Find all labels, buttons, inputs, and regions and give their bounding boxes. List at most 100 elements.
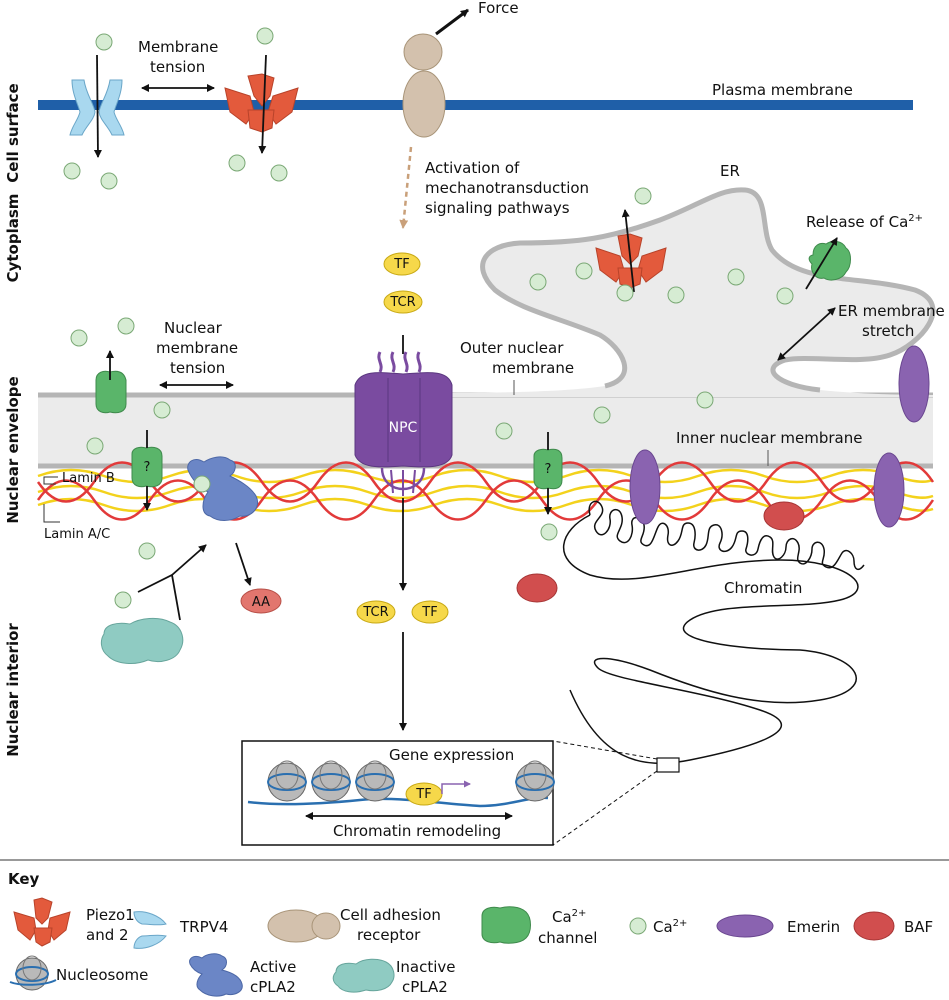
activation-label-2: mechanotransduction [425, 179, 589, 197]
signaling-arrow [399, 146, 413, 229]
key-inactive-label-2: cPLA2 [402, 978, 448, 996]
release-ca-sup: 2+ [908, 213, 923, 224]
ca-ion [270, 164, 288, 182]
trpv4-channel [69, 79, 125, 136]
key-piezo-label-2: and 2 [86, 926, 129, 944]
lamin-ac-label-group: Lamin A/C [43, 504, 110, 542]
membrane-tension-label-2: tension [150, 58, 205, 76]
ca-ion [575, 262, 593, 280]
nuclear-tension-label-1: Nuclear [164, 319, 223, 337]
outer-nuclear-label-1: Outer nuclear [460, 339, 564, 357]
cpla2-to-aa-arrow [235, 542, 252, 586]
ca-ion [727, 268, 745, 286]
ca-ion [117, 317, 135, 335]
activation-label-3: signaling pathways [425, 199, 570, 217]
er-stretch-label-2: stretch [862, 322, 914, 340]
force-label: Force [478, 0, 519, 17]
ca-ion [138, 542, 156, 560]
key-active-cpla2-icon [189, 953, 243, 997]
key-ca-channel-label-2: channel [538, 929, 597, 947]
ca-ion [529, 273, 547, 291]
key-trpv4-icon [133, 911, 167, 949]
outer-nuclear-label-2: membrane [492, 359, 574, 377]
side-label-nuclear-interior: Nuclear interior [4, 623, 22, 757]
tcr-cytoplasm: TCR [383, 290, 423, 314]
key-piezo-label-1: Piezo1 [86, 906, 135, 924]
side-label-nuclear-envelope: Nuclear envelope [4, 376, 22, 523]
force-arrow [435, 8, 469, 36]
baf-protein-1 [516, 573, 558, 603]
trpv4-ca-flow-arrow [93, 54, 102, 158]
key-nucleosome-icon [9, 955, 57, 991]
key-baf-label: BAF [904, 918, 933, 936]
key-nucleosome-label: Nucleosome [56, 966, 148, 984]
release-ca-label: Release of Ca2+ [806, 213, 923, 231]
ca-ion [86, 437, 104, 455]
piezo-ca-flow-arrow [258, 54, 267, 154]
tf-cytoplasm-label: TF [393, 257, 409, 272]
er-label: ER [720, 162, 740, 180]
chromatin-label: Chromatin [724, 579, 802, 597]
calcium-ions [63, 27, 794, 609]
key-ca-ion-text: Ca [653, 918, 673, 936]
baf-protein-2 [763, 501, 805, 531]
nuclear-tension-label-3: tension [170, 359, 225, 377]
ca-ion [256, 27, 274, 45]
nuclear-tension-label-2: membrane [156, 339, 238, 357]
key-ca-channel-sup: 2+ [572, 908, 587, 919]
gene-expression-label: Gene expression [389, 746, 514, 764]
ca-ion [696, 391, 714, 409]
nucleosome-3 [355, 760, 395, 802]
key-trpv4-label: TRPV4 [179, 918, 228, 936]
key-piezo-icon [13, 897, 71, 947]
er-ca-release-arrow [805, 237, 838, 290]
key-baf-icon [853, 911, 895, 941]
emerin-1 [629, 449, 661, 525]
ca-ion [667, 286, 685, 304]
er-ca-channel [808, 240, 851, 281]
key-adhesion-icon [267, 909, 341, 943]
key-inactive-label-1: Inactive [396, 958, 456, 976]
ca-ion [153, 401, 171, 419]
key-adhesion-label-1: Cell adhesion [340, 906, 441, 924]
piezo-channel [224, 73, 299, 133]
tf-cytoplasm: TF [383, 252, 421, 276]
activation-label-1: Activation of [425, 159, 520, 177]
plasma-membrane-label: Plasma membrane [712, 81, 853, 99]
inm-ca-channel-right: ? [533, 448, 563, 490]
ca-ion [95, 33, 113, 51]
key-title: Key [8, 870, 40, 888]
active-cpla2-nuclear [187, 456, 258, 521]
key-emerin-label: Emerin [787, 918, 840, 936]
inactive-cpla2-nuclear [100, 617, 184, 664]
nucleosome-1 [267, 760, 307, 802]
ca-ion [70, 329, 88, 347]
lamin-ac-label: Lamin A/C [44, 527, 110, 542]
tcr-nucleus: TCR [356, 600, 396, 624]
nucleosome-4 [515, 760, 555, 802]
ca-ion [100, 172, 118, 190]
zoom-indicator [552, 740, 680, 846]
key-ca-ion-label: Ca2+ [653, 918, 687, 936]
inner-nuclear-label: Inner nuclear membrane [676, 429, 862, 447]
er-piezo-release-arrow [621, 209, 635, 293]
membrane-tension-label-1: Membrane [138, 38, 218, 56]
er-stretch-label-1: ER membrane [838, 302, 945, 320]
emerin-2 [873, 452, 905, 528]
ca-ion [63, 162, 81, 180]
activation-cpla2-arrow [171, 544, 207, 576]
emerin-3 [898, 345, 930, 423]
nucleosome-2 [311, 760, 351, 802]
key-ca-ion-icon [629, 917, 647, 935]
key-emerin-icon [716, 914, 774, 938]
release-ca-text: Release of Ca [806, 213, 908, 231]
tf-bound: TF [405, 782, 443, 806]
key-active-label-1: Active [250, 958, 296, 976]
inm-ca-channel-left-label: ? [144, 460, 151, 475]
arachidonic-acid: AA [240, 588, 282, 614]
key-ca-channel-label-1: Ca2+ [552, 908, 586, 926]
side-label-cytoplasm: Cytoplasm [4, 194, 22, 283]
inm-ca-channel-left: ? [131, 446, 163, 488]
ca-ion [495, 422, 513, 440]
side-label-cell-surface: Cell surface [4, 83, 22, 182]
